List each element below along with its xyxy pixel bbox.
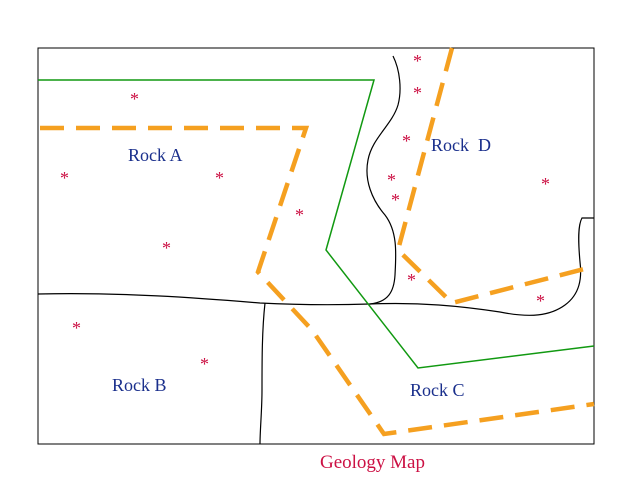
green-contacts: [38, 79, 595, 369]
sample-marker: *: [387, 170, 396, 190]
green-line-upper: [38, 79, 595, 369]
rock-d-label: Rock D: [431, 135, 491, 155]
sample-marker: *: [200, 354, 209, 374]
sample-marker: *: [130, 89, 139, 109]
sample-marker: *: [413, 51, 422, 71]
map-title: Geology Map: [319, 452, 425, 473]
sample-marker: *: [60, 168, 69, 188]
sample-marker: *: [413, 83, 422, 103]
boundary-horizontal: [37, 217, 594, 316]
sample-marker: *: [162, 238, 171, 258]
boundary-ab: [259, 302, 266, 445]
sample-marker: *: [407, 270, 416, 290]
sample-marker: *: [402, 131, 411, 151]
fault-line-east: [395, 47, 589, 306]
rock-c-label: Rock C: [410, 380, 465, 400]
sample-markers: * * * * * * * * * * * * * * *: [60, 51, 550, 374]
sample-marker: *: [541, 174, 550, 194]
sample-marker: *: [391, 190, 400, 210]
sample-marker: *: [295, 205, 304, 225]
boundary-d-west: [366, 55, 401, 305]
rock-b-label: Rock B: [112, 375, 167, 395]
map-frame: [37, 47, 595, 445]
sample-marker: *: [215, 168, 224, 188]
sample-marker: *: [72, 318, 81, 338]
rock-boundaries: [37, 55, 594, 445]
rock-a-label: Rock A: [128, 145, 183, 165]
fault-line-west: [40, 125, 595, 437]
fault-lines: [40, 47, 595, 437]
sample-marker: *: [536, 291, 545, 311]
